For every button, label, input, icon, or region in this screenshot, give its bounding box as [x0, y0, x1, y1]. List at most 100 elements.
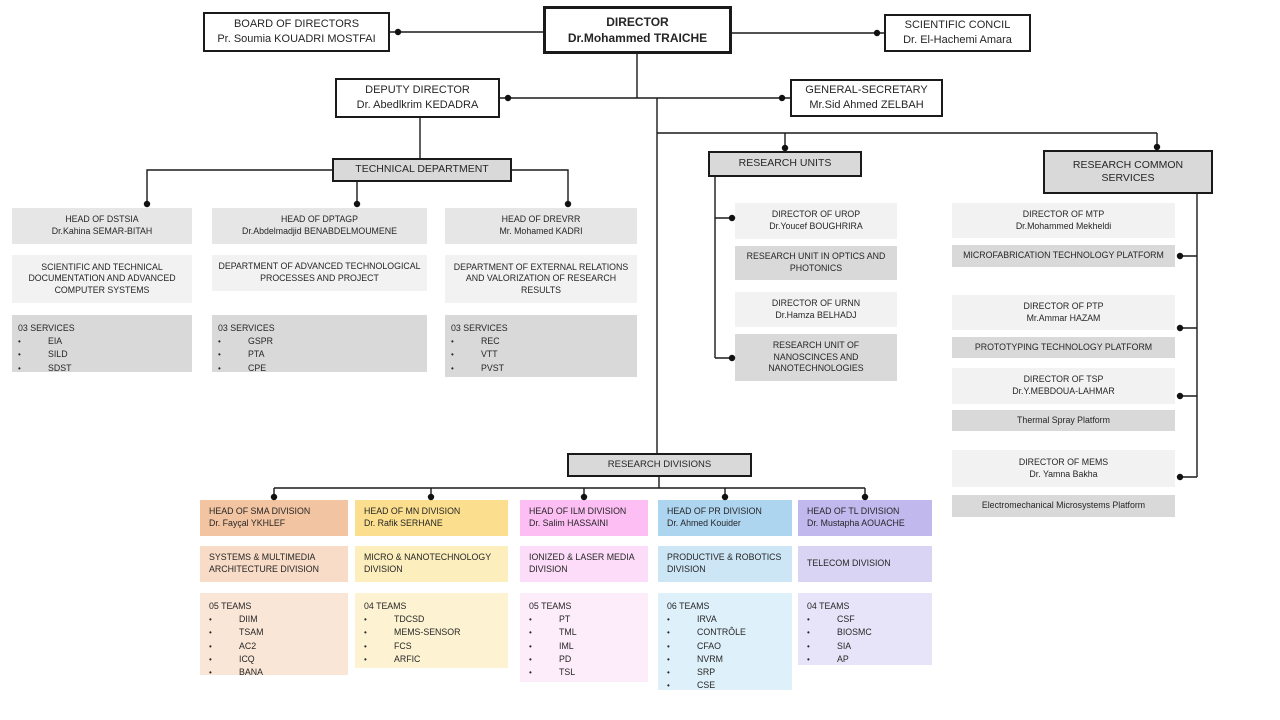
- bullet-icon: •: [18, 350, 21, 360]
- head-person: Dr. Salim HASSAINI: [529, 518, 609, 528]
- team-item: •ARFIC: [364, 653, 421, 664]
- connector-line: [273, 477, 866, 498]
- bullet-icon: •: [667, 628, 670, 638]
- director-person: Dr.Y.MEBDOUA-LAHMAR: [1012, 386, 1115, 396]
- connector-dot: [1176, 473, 1184, 481]
- connector-dot: [504, 94, 512, 102]
- connector-dot: [564, 200, 572, 208]
- tech-dept-box: DEPARTMENT OF ADVANCED TECHNOLOGICAL PRO…: [212, 255, 427, 291]
- team-item: •PT: [529, 614, 571, 625]
- node-title: DEPUTY DIRECTOR: [365, 84, 470, 97]
- service-item: •GSPR: [218, 336, 273, 347]
- node-deputy-director: DEPUTY DIRECTOR Dr. Abedlkrim KEDADRA: [335, 78, 500, 118]
- research-unit-box: RESEARCH UNIT OF NANOSCINCES AND NANOTEC…: [735, 334, 897, 381]
- connector-dot: [353, 200, 361, 208]
- bullet-icon: •: [451, 337, 454, 347]
- platform-label: PROTOTYPING TECHNOLOGY PLATFORM: [974, 341, 1153, 352]
- bullet-icon: •: [529, 654, 532, 664]
- division-head-box-ilm: HEAD OF ILM DIVISION Dr. Salim HASSAINI: [520, 500, 648, 536]
- head-title: HEAD OF DPTAGP: [280, 214, 359, 225]
- tech-head-box-drevrr: HEAD OF DREVRR Mr. Mohamed KADRI: [445, 208, 637, 244]
- division-name-box: IONIZED & LASER MEDIA DIVISION: [520, 546, 648, 582]
- team-item: •AP: [807, 653, 849, 664]
- director-title: DIRECTOR OF UROP: [771, 209, 861, 220]
- teams-title: 06 TEAMS: [667, 601, 710, 611]
- team-item: •ICQ: [209, 653, 255, 664]
- connector-dot: [778, 94, 786, 102]
- division-label: TELECOM DIVISION: [807, 558, 891, 569]
- division-label: SYSTEMS & MULTIMEDIA ARCHITECTURE DIVISI…: [209, 552, 319, 574]
- division-teams-box: 05 TEAMS •DIIM •TSAM •AC2 •ICQ •BANA: [200, 593, 348, 677]
- division-head-box-pr: HEAD OF PR DIVISION Dr. Ahmed Kouider: [658, 500, 792, 536]
- teams-title: 04 TEAMS: [807, 601, 850, 611]
- head-title: HEAD OF ILM DIVISION: [529, 506, 627, 517]
- section-research-divisions: RESEARCH DIVISIONS: [567, 453, 752, 477]
- team-item: •TSL: [529, 666, 576, 677]
- team-item: •MEMS-SENSOR: [364, 627, 461, 638]
- research-unit-director-box: DIRECTOR OF UROP Dr.Youcef BOUGHRIRA: [735, 203, 897, 239]
- node-scientific-council: SCIENTIFIC CONCIL Dr. El-Hachemi Amara: [884, 14, 1031, 52]
- division-label: PRODUCTIVE & ROBOTICS DIVISION: [667, 552, 782, 574]
- service-item: •EIA: [18, 336, 63, 347]
- bullet-icon: •: [218, 363, 221, 373]
- node-person: Dr.Mohammed TRAICHE: [567, 31, 708, 45]
- platform-box: Thermal Spray Platform: [952, 410, 1175, 431]
- head-title: HEAD OF DSTSIA: [65, 214, 139, 225]
- director-title: DIRECTOR OF URNN: [771, 297, 861, 308]
- bullet-icon: •: [667, 615, 670, 625]
- team-item: •TML: [529, 627, 577, 638]
- section-technical-department: TECHNICAL DEPARTMENT: [332, 158, 512, 182]
- node-person: Dr. Abedlkrim KEDADRA: [356, 99, 479, 111]
- node-title: DIRECTOR: [606, 14, 669, 29]
- tech-services-box: 03 SERVICES •GSPR •PTA •CPE: [212, 315, 427, 373]
- team-item: •BANA: [209, 666, 263, 677]
- bullet-icon: •: [18, 363, 21, 373]
- division-label: IONIZED & LASER MEDIA DIVISION: [529, 552, 635, 574]
- node-person: Pr. Soumia KOUADRI MOSTFAI: [217, 33, 376, 45]
- tech-services-box: 03 SERVICES •EIA •SILD •SDST: [12, 315, 192, 373]
- tech-dept-box: SCIENTIFIC AND TECHNICAL DOCUMENTATION A…: [12, 255, 192, 303]
- division-name-box: SYSTEMS & MULTIMEDIA ARCHITECTURE DIVISI…: [200, 546, 348, 582]
- node-person: Mr.Sid Ahmed ZELBAH: [809, 99, 924, 111]
- bullet-icon: •: [364, 628, 367, 638]
- connector-dot: [1176, 324, 1184, 332]
- team-item: •AC2: [209, 640, 257, 651]
- director-title: DIRECTOR OF TSP: [1023, 374, 1104, 385]
- platform-director-box-ptp: DIRECTOR OF PTP Mr.Ammar HAZAM: [952, 295, 1175, 330]
- division-head-box-mn: HEAD OF MN DIVISION Dr. Rafik SERHANE: [355, 500, 508, 536]
- bullet-icon: •: [667, 667, 670, 677]
- platform-box: Electromechanical Microsystems Platform: [952, 495, 1175, 517]
- team-item: •IML: [529, 640, 574, 651]
- director-person: Dr. Yamna Bakha: [1029, 468, 1098, 479]
- team-item: •PD: [529, 653, 572, 664]
- team-item: •CSF: [807, 614, 855, 625]
- node-general-secretary: GENERAL-SECRETARY Mr.Sid Ahmed ZELBAH: [790, 79, 943, 117]
- head-title: HEAD OF PR DIVISION: [667, 506, 762, 517]
- team-item: •TSAM: [209, 627, 264, 638]
- bullet-icon: •: [807, 654, 810, 664]
- bullet-icon: •: [364, 641, 367, 651]
- bullet-icon: •: [364, 615, 367, 625]
- team-item: •DIIM: [209, 614, 258, 625]
- research-unit-box: RESEARCH UNIT IN OPTICS AND PHOTONICS: [735, 246, 897, 280]
- team-item: •IRVA: [667, 614, 717, 625]
- division-label: MICRO & NANOTECHNOLOGY DIVISION: [364, 552, 491, 574]
- bullet-icon: •: [218, 350, 221, 360]
- head-title: HEAD OF TL DIVISION: [807, 506, 900, 517]
- bullet-icon: •: [209, 667, 212, 677]
- platform-director-box-mems: DIRECTOR OF MEMS Dr. Yamna Bakha: [952, 450, 1175, 487]
- dept-label: DEPARTMENT OF EXTERNAL RELATIONS AND VAL…: [453, 261, 629, 295]
- teams-title: 05 TEAMS: [529, 601, 572, 611]
- tech-dept-box: DEPARTMENT OF EXTERNAL RELATIONS AND VAL…: [445, 255, 637, 303]
- bullet-icon: •: [209, 628, 212, 638]
- section-research-common-services: RESEARCH COMMON SERVICES: [1043, 150, 1213, 194]
- division-teams-box: 04 TEAMS •TDCSD •MEMS-SENSOR •FCS •ARFIC: [355, 593, 508, 668]
- head-person: Dr. Mustapha AOUACHE: [807, 518, 905, 528]
- service-item: •SDST: [18, 362, 72, 373]
- head-person: Dr.Kahina SEMAR-BITAH: [51, 226, 153, 236]
- team-item: •CONTRÔLE: [667, 627, 746, 638]
- head-title: HEAD OF MN DIVISION: [364, 506, 461, 517]
- team-item: •CFAO: [667, 640, 721, 651]
- connector-line: [1180, 194, 1198, 478]
- bullet-icon: •: [807, 615, 810, 625]
